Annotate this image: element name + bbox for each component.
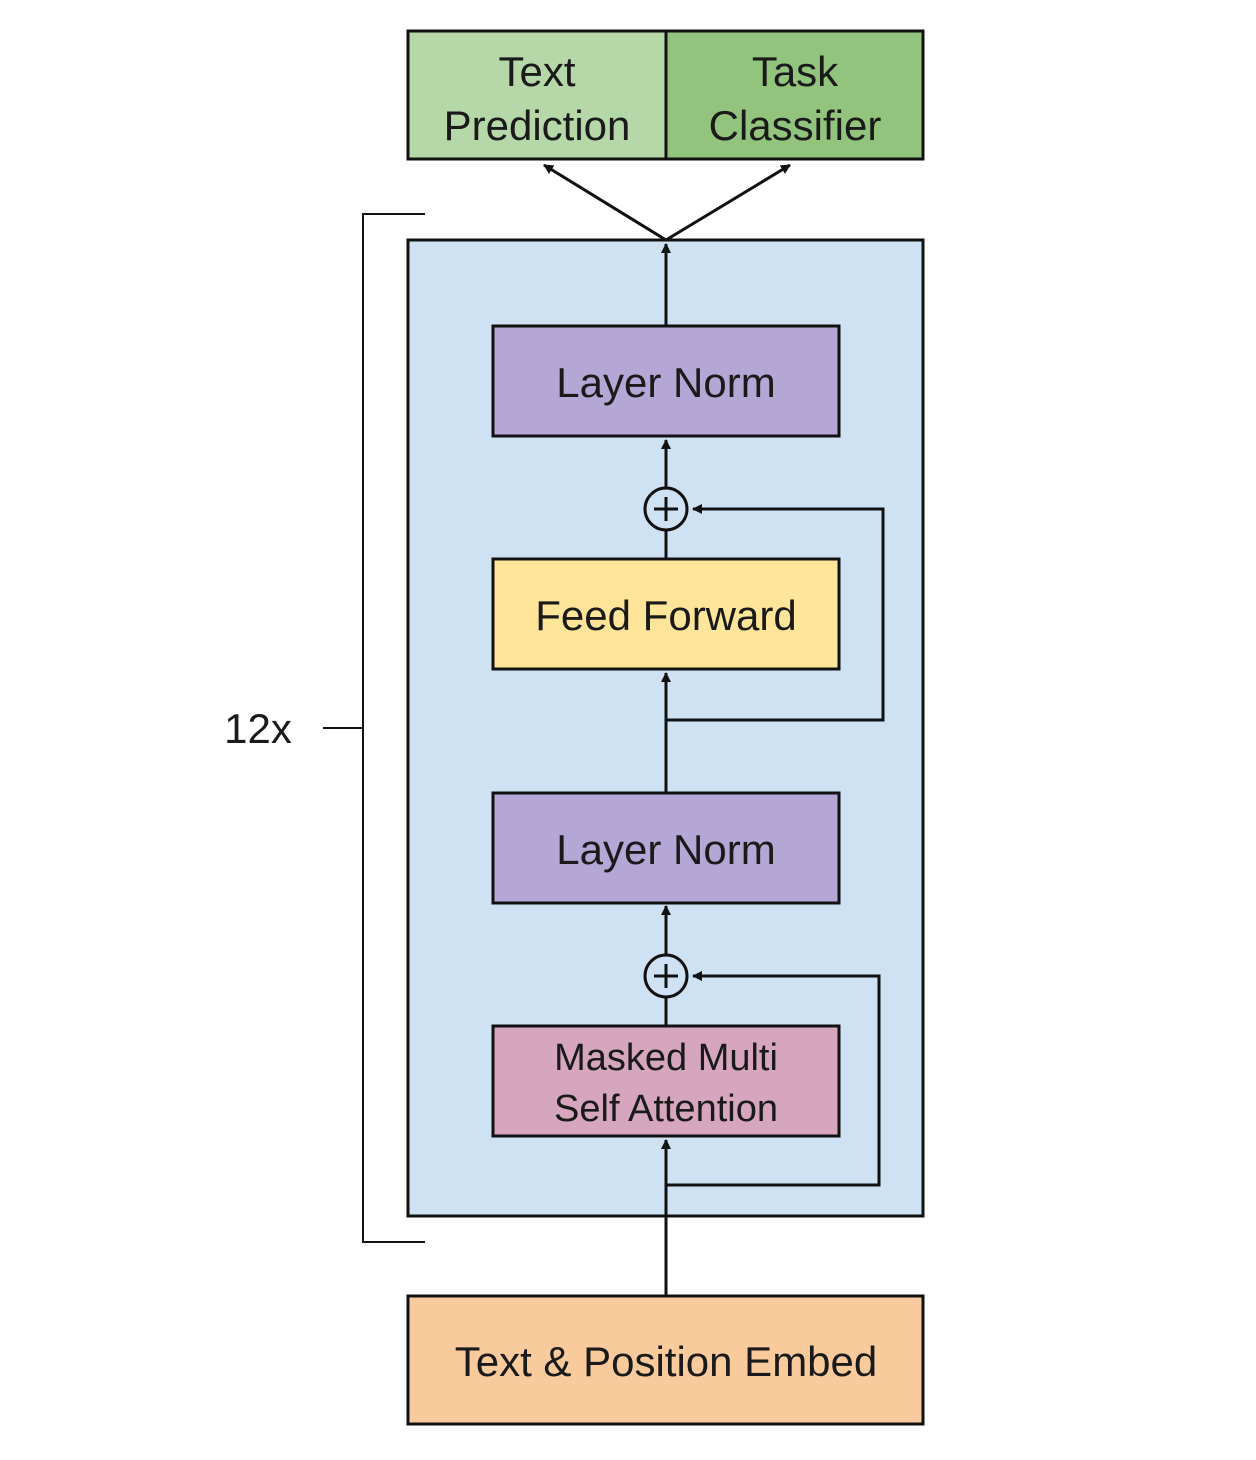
output-text-prediction: Text Prediction bbox=[406, 29, 668, 161]
masked-multi-self-attention: Masked Multi Self Attention bbox=[491, 1024, 841, 1138]
layer-norm-top-label: Layer Norm bbox=[556, 359, 775, 406]
connectors bbox=[543, 163, 885, 1296]
layer-norm-top-box bbox=[491, 324, 841, 438]
task-classifier-box bbox=[664, 29, 925, 161]
task-classifier-label-line1: Task bbox=[752, 48, 839, 95]
text-prediction-label-line1: Text bbox=[498, 48, 575, 95]
repeat-bracket: 12x bbox=[224, 213, 425, 1243]
text-position-embed: Text & Position Embed bbox=[406, 1294, 925, 1426]
add-node-top bbox=[643, 486, 689, 532]
residual-path-1 bbox=[666, 971, 881, 1187]
residual-path-2 bbox=[666, 504, 885, 722]
layer-norm-bottom-box bbox=[491, 791, 841, 905]
layer-norm-bottom: Layer Norm bbox=[491, 791, 841, 905]
task-classifier-label-line2: Classifier bbox=[709, 102, 882, 149]
feed-forward: Feed Forward bbox=[491, 557, 841, 671]
masked-attention-label-line2: Self Attention bbox=[554, 1088, 778, 1130]
feed-forward-box bbox=[491, 557, 841, 671]
arrow-to-text-prediction bbox=[543, 163, 667, 242]
text-prediction-box bbox=[406, 29, 668, 161]
masked-attention-box bbox=[491, 1024, 841, 1138]
masked-attention-label-line1: Masked Multi bbox=[554, 1037, 778, 1079]
add-node-bottom bbox=[643, 953, 689, 999]
feed-forward-label: Feed Forward bbox=[535, 592, 796, 639]
output-task-classifier: Task Classifier bbox=[664, 29, 925, 161]
embed-box bbox=[406, 1294, 925, 1426]
arrow-to-task-classifier bbox=[665, 163, 791, 242]
layer-norm-top: Layer Norm bbox=[491, 324, 841, 438]
embed-label: Text & Position Embed bbox=[455, 1338, 878, 1385]
layer-norm-bottom-label: Layer Norm bbox=[556, 826, 775, 873]
text-prediction-label-line2: Prediction bbox=[444, 102, 631, 149]
repeat-count-label: 12x bbox=[224, 705, 292, 752]
